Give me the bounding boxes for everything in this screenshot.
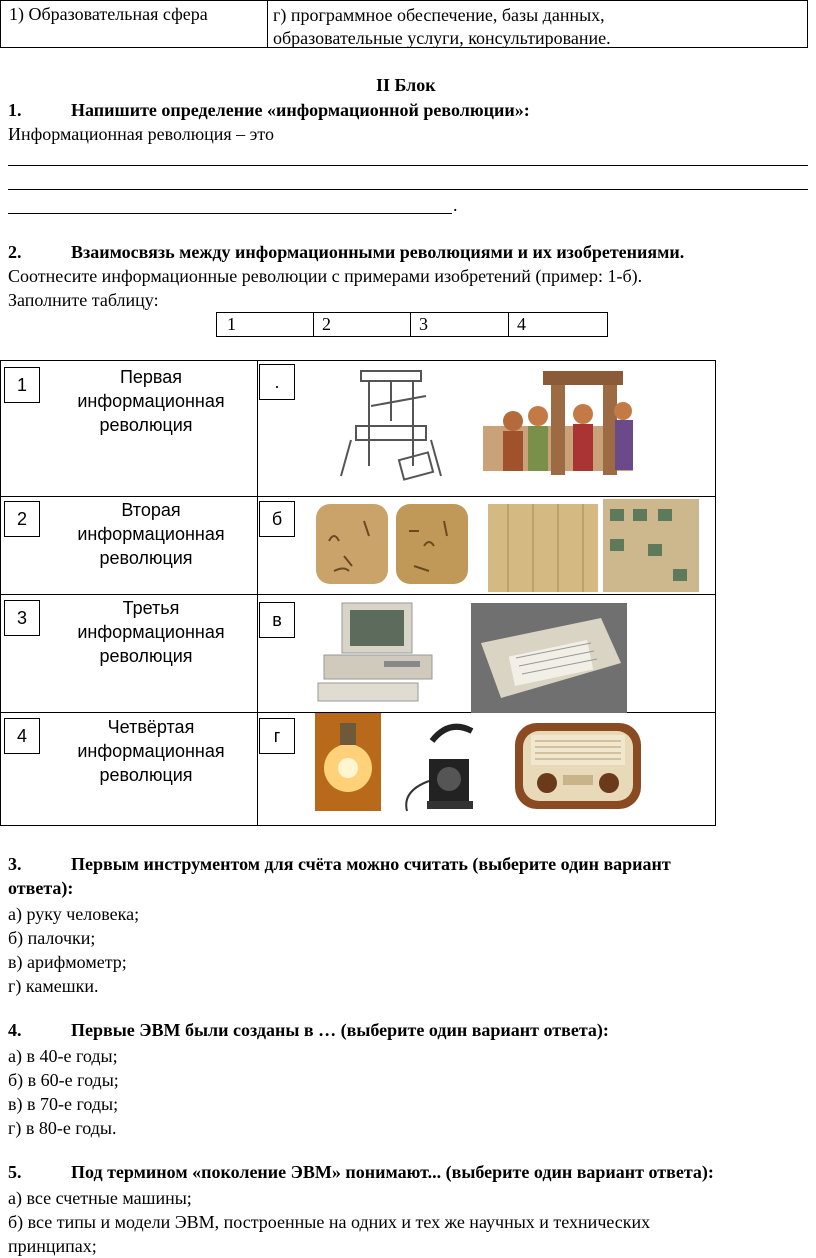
revolution-name-line: информационная: [77, 524, 225, 544]
row-number-2: 2: [4, 501, 40, 537]
printing-workshop-image: [483, 371, 633, 475]
option[interactable]: в) в 70-е годы;: [8, 1094, 119, 1114]
block-title: II Блок: [376, 75, 436, 95]
row-number-4: 4: [4, 718, 40, 754]
answer-line-3[interactable]: [8, 213, 452, 214]
letter-box-2: б: [259, 501, 295, 537]
revolution-name-line: информационная: [77, 391, 225, 411]
top-table-left-cell: 1) Образовательная сфера: [1, 1, 268, 47]
revolution-name-2: Вторая информационная революция: [61, 498, 241, 570]
top-table-right-line2: образовательные услуги, консультирование…: [273, 28, 611, 48]
fill-cell-4[interactable]: 4: [509, 313, 607, 336]
option[interactable]: а) в 40-е годы;: [8, 1046, 118, 1066]
q2-instruction-2: Заполните таблицу:: [8, 290, 159, 310]
q3-title-cont: ответа):: [8, 878, 74, 898]
fill-cell-label: 1: [227, 314, 236, 334]
revolution-name-line: Вторая: [121, 500, 181, 520]
option[interactable]: в) арифмометр;: [8, 952, 127, 972]
answer-line-2[interactable]: [8, 189, 808, 190]
q1-text: Информационная революция – это: [8, 124, 275, 144]
fill-cell-3[interactable]: 3: [411, 313, 509, 336]
fill-cell-label: 4: [517, 314, 526, 334]
top-table-right-cell: г) программное обеспечение, базы данных,…: [273, 4, 611, 50]
top-answer-table: 1) Образовательная сфера г) программное …: [0, 0, 808, 48]
q4-number: 4.: [8, 1020, 22, 1040]
answer-line-1[interactable]: [8, 165, 808, 166]
personal-computer-image: [317, 602, 433, 702]
revolution-name-line: революция: [99, 765, 193, 785]
option[interactable]: г) в 80-е годы.: [8, 1118, 117, 1138]
revolution-name-line: информационная: [77, 622, 225, 642]
revolution-name-line: Третья: [122, 598, 180, 618]
revolution-name-4: Четвёртая информационная революция: [61, 715, 241, 787]
revolution-name-line: революция: [99, 548, 193, 568]
letter-box-3: в: [259, 602, 295, 638]
q1-number: 1.: [8, 100, 22, 120]
q2-title: Взаимосвязь между информационными револю…: [71, 242, 685, 262]
vintage-radio-image: [515, 723, 641, 809]
q1-end-mark: .: [453, 195, 458, 215]
q3-title: Первым инструментом для счёта можно счит…: [71, 854, 671, 874]
q4-options: а) в 40-е годы; б) в 60-е годы; в) в 70-…: [8, 1044, 119, 1140]
fill-cell-2[interactable]: 2: [314, 313, 411, 336]
top-table-left-text: 1) Образовательная сфера: [9, 4, 208, 24]
q5-number: 5.: [8, 1162, 22, 1182]
q3-options: а) руку человека; б) палочки; в) арифмом…: [8, 902, 139, 998]
answer-fill-table: 1 2 3 4: [216, 312, 608, 337]
q5-options: а) все счетные машины; б) все типы и мод…: [8, 1186, 650, 1258]
revolution-name-line: Первая: [119, 367, 183, 387]
revolution-name-line: информационная: [77, 741, 225, 761]
ancient-manuscripts-image: [488, 499, 699, 592]
revolution-name-line: революция: [99, 646, 193, 666]
option[interactable]: а) руку человека;: [8, 904, 140, 924]
letter-box-4: г: [259, 718, 295, 754]
fill-cell-1[interactable]: 1: [217, 313, 314, 336]
printing-press-sketch-image: [340, 370, 442, 481]
clay-tablets-image: [316, 504, 468, 584]
column-divider: [257, 361, 258, 825]
row-number-1: 1: [4, 367, 40, 403]
letter-box-1: .: [259, 364, 295, 400]
row-number-3: 3: [4, 600, 40, 636]
option-continuation: принципах;: [8, 1236, 97, 1256]
top-table-right-line1: г) программное обеспечение, базы данных,: [273, 5, 605, 25]
option[interactable]: б) в 60-е годы;: [8, 1070, 119, 1090]
q3-number: 3.: [8, 854, 22, 874]
q5-title: Под термином «поколение ЭВМ» понимают...…: [71, 1162, 714, 1182]
fill-cell-label: 3: [419, 314, 428, 334]
revolution-name-line: революция: [99, 415, 193, 435]
matching-table: 1 Первая информационная революция . 2 Вт…: [0, 360, 716, 826]
revolution-name-line: Четвёртая: [107, 717, 195, 737]
light-bulb-image: [315, 713, 381, 811]
revolution-name-3: Третья информационная революция: [61, 596, 241, 668]
q2-instruction: Соотнесите информационные революции с пр…: [8, 266, 643, 286]
row-divider: [1, 712, 715, 713]
option[interactable]: б) палочки;: [8, 928, 96, 948]
option[interactable]: б) все типы и модели ЭВМ, построенные на…: [8, 1212, 651, 1232]
home-computer-keyboard-image: [471, 603, 627, 713]
option[interactable]: г) камешки.: [8, 976, 99, 996]
antique-telephone-image: [405, 723, 474, 812]
option[interactable]: а) все счетные машины;: [8, 1188, 192, 1208]
q2-number: 2.: [8, 242, 22, 262]
row-divider: [1, 594, 715, 595]
revolution-name-1: Первая информационная революция: [61, 365, 241, 437]
fill-cell-label: 2: [322, 314, 331, 334]
row-divider: [1, 496, 715, 497]
q4-title: Первые ЭВМ были созданы в … (выберите од…: [71, 1020, 609, 1040]
q1-title: Напишите определение «информационной рев…: [71, 100, 530, 120]
